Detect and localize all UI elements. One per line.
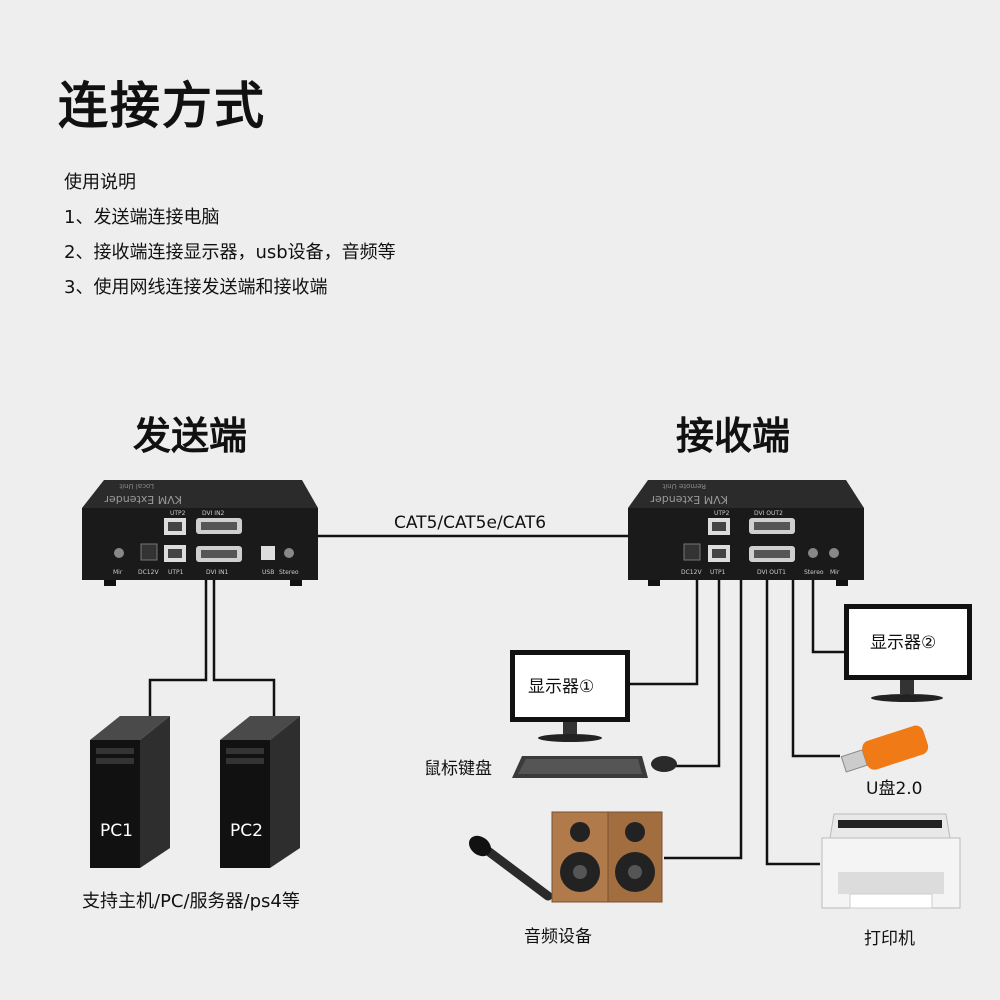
monitor-2: 显示器② — [844, 604, 972, 702]
printer-label: 打印机 — [864, 929, 915, 949]
mouse-icon — [651, 756, 677, 772]
cable-label: CAT5/CAT5e/CAT6 — [394, 513, 546, 533]
svg-text:Stereo: Stereo — [279, 569, 299, 576]
sender-unit: KVM Extender Local Unit UTP2 DVI IN2 Mir… — [82, 480, 318, 586]
svg-text:DVI OUT1: DVI OUT1 — [757, 569, 786, 576]
printer-icon — [821, 813, 961, 909]
instruction-step-1: 1、发送端连接电脑 — [64, 207, 220, 228]
receiver-device-name: KVM Extender — [650, 493, 728, 506]
page-title: 连接方式 — [58, 77, 266, 135]
pc2-tower: PC2 — [220, 716, 300, 868]
monitor-2-label: 显示器② — [870, 633, 936, 653]
instruction-step-3: 3、使用网线连接发送端和接收端 — [64, 277, 328, 298]
svg-text:DVI OUT2: DVI OUT2 — [754, 510, 783, 517]
svg-text:DC12V: DC12V — [138, 569, 159, 576]
sender-device-subtitle: Local Unit — [119, 482, 154, 490]
monitor-1-label: 显示器① — [528, 677, 594, 697]
keyboard-mouse-label: 鼠标键盘 — [424, 759, 492, 779]
pc-caption: 支持主机/PC/服务器/ps4等 — [82, 891, 300, 912]
sender-usb-port — [261, 546, 275, 560]
speakers-icon — [551, 811, 663, 903]
svg-text:UTP1: UTP1 — [168, 569, 184, 576]
audio-label: 音频设备 — [524, 927, 592, 947]
svg-text:Stereo: Stereo — [804, 569, 824, 576]
svg-text:UTP1: UTP1 — [710, 569, 726, 576]
receiver-stereo-port — [808, 548, 818, 558]
instruction-step-2: 2、接收端连接显示器，usb设备，音频等 — [64, 242, 396, 263]
receiver-unit: KVM Extender Remote Unit UTP2 DVI OUT2 D… — [628, 480, 864, 586]
sender-stereo-port — [284, 548, 294, 558]
monitor-1: 显示器① — [510, 650, 630, 742]
network-cable: CAT5/CAT5e/CAT6 — [318, 513, 628, 538]
svg-text:Mir: Mir — [113, 569, 123, 576]
sender-device-name: KVM Extender — [104, 493, 182, 506]
receiver-label: 接收端 — [676, 414, 791, 458]
keyboard — [512, 756, 648, 778]
receiver-device-subtitle: Remote Unit — [662, 482, 706, 490]
sender-label: 发送端 — [133, 414, 248, 458]
svg-text:UTP2: UTP2 — [714, 510, 730, 517]
svg-text:DVI IN2: DVI IN2 — [202, 510, 225, 517]
usb-drive-icon — [840, 725, 929, 773]
instructions-heading: 使用说明 — [64, 172, 136, 193]
pc1-tower: PC1 — [90, 716, 170, 868]
microphone-icon — [468, 835, 553, 901]
svg-text:UTP2: UTP2 — [170, 510, 186, 517]
svg-text:Mir: Mir — [830, 569, 840, 576]
receiver-mic-port — [829, 548, 839, 558]
svg-text:DC12V: DC12V — [681, 569, 702, 576]
pc-wires — [148, 580, 276, 722]
usb-drive-label: U盘2.0 — [866, 779, 922, 799]
pc2-label: PC2 — [230, 821, 263, 841]
svg-text:DVI IN1: DVI IN1 — [206, 569, 229, 576]
sender-mic-port — [114, 548, 124, 558]
svg-text:USB: USB — [262, 569, 274, 576]
receiver-wires — [630, 580, 844, 866]
pc1-label: PC1 — [100, 821, 133, 841]
